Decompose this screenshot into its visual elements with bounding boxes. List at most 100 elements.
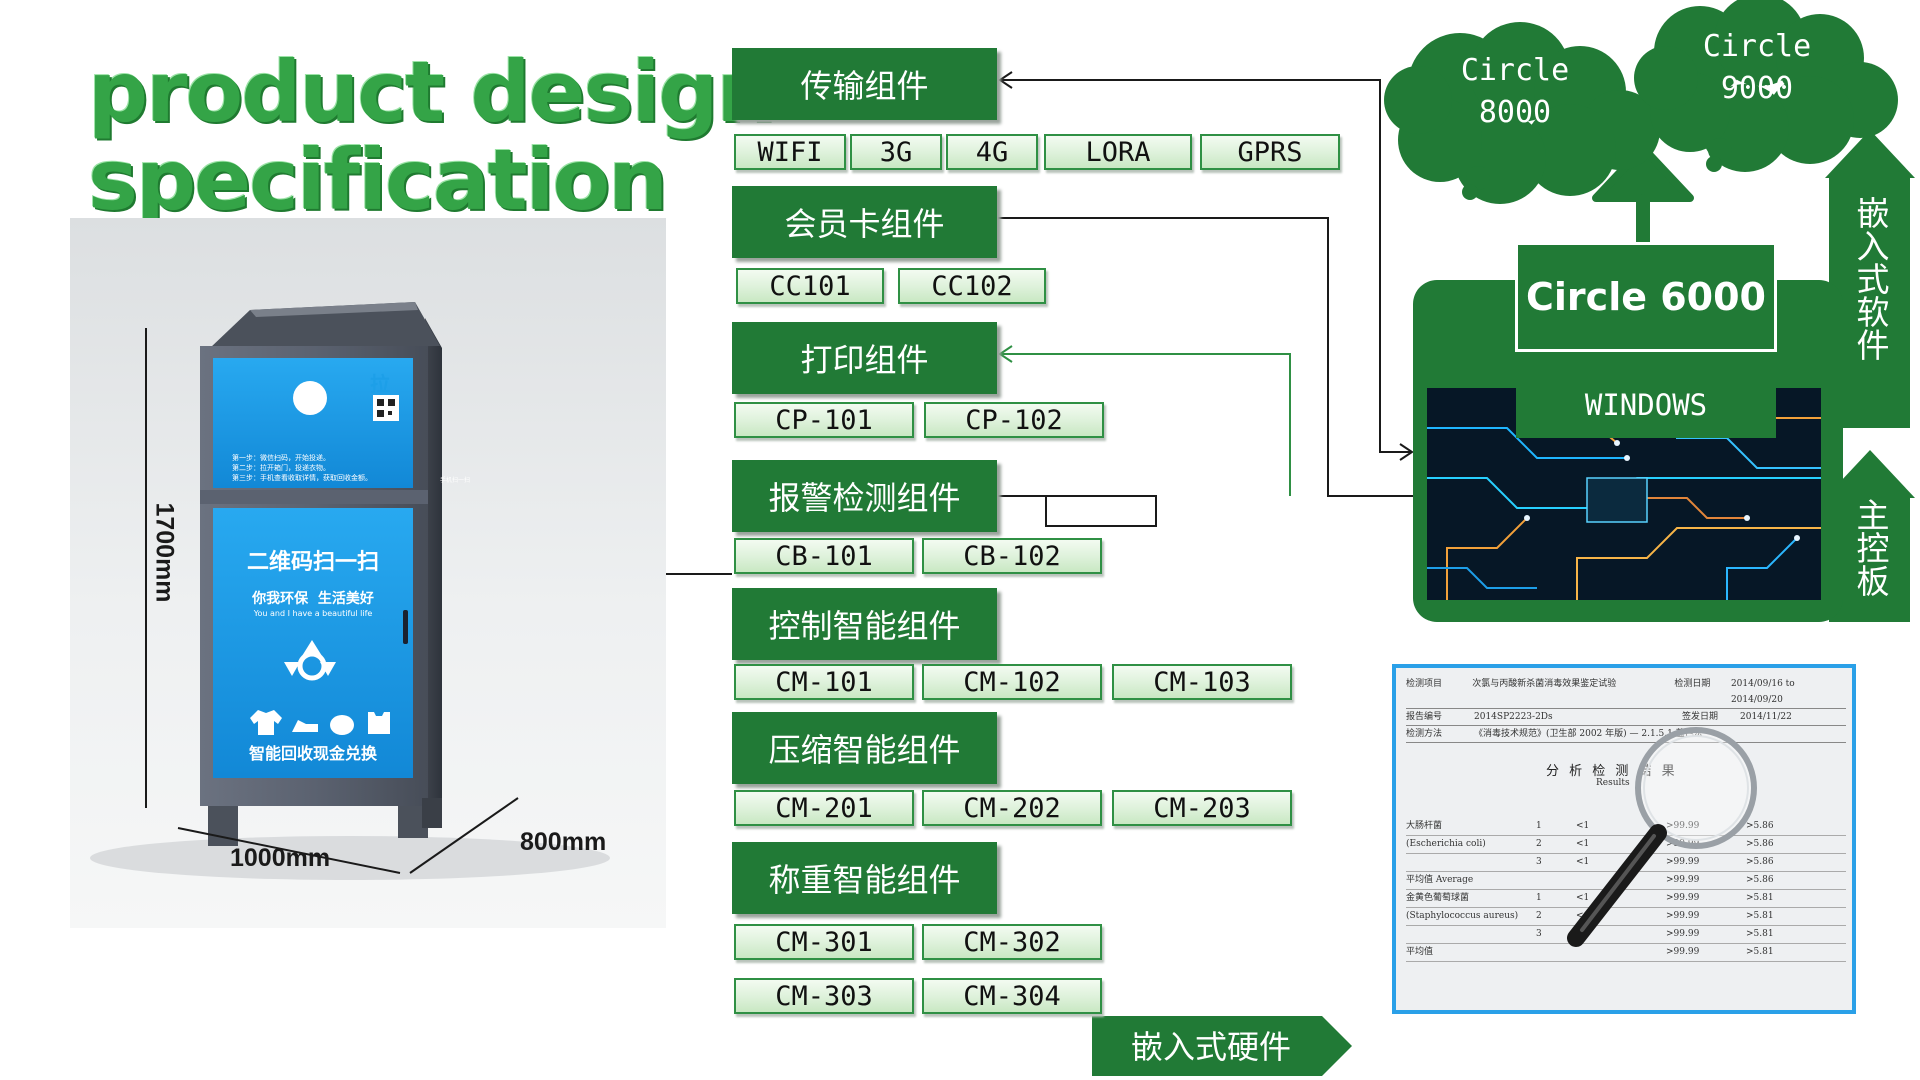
cloud-8000-line2: 8000 [1478,95,1552,130]
report-table-cell: >5.86 [1746,875,1774,885]
circuit-traces [1427,388,1821,600]
report-table-cell: <1 [1576,857,1590,867]
report-header-row: 检测方法 《消毒技术规范》(卫生部 2002 年版) — 2.1.5.1 蓝色法 [1406,726,1846,743]
chip-cb-102[interactable]: CB-102 [922,538,1102,574]
cloud-icon-9000 [1634,0,1898,172]
report-table-cell: >99.99 [1666,929,1700,939]
report-table-cell: >5.81 [1746,893,1774,903]
main-board-text: 主控板 [1851,498,1890,597]
report-header-row: 检测项目 次氯与丙酸新杀菌消毒效果鉴定试验 检测日期 2014/09/16 to… [1406,676,1846,709]
chip-3g[interactable]: 3G [850,134,942,170]
chip-cp-102[interactable]: CP-102 [924,402,1104,438]
report-table-cell: <1 [1576,839,1590,849]
report-table-cell: >99.99 [1666,818,1746,835]
report-table-cell: >5.86 [1746,821,1774,831]
report-table-cell: >5.86 [1746,839,1774,849]
report-table-cell: >99.99 [1666,947,1700,957]
report-table-cell: 3 [1536,929,1542,939]
report-results-en: Results [1596,778,1630,788]
group-header-member-card[interactable]: 会员卡组件 [732,186,997,258]
report-cell: 2014/09/16 to 2014/09/20 [1730,679,1795,705]
bin-top-badge: 拉 [370,372,390,396]
recycle-icon [284,640,336,681]
group-header-weighing[interactable]: 称重智能组件 [732,842,997,914]
report-table-cell: >99.99 [1666,893,1700,903]
group-header-print[interactable]: 打印组件 [732,322,997,394]
product-photo: 拉 第一步：微信扫码，开始投递。 第二步：拉开箱门，投递衣物。 第三步：手机查看… [70,218,666,928]
chip-cm-202[interactable]: CM-202 [922,790,1102,826]
depth-dimension-label: 800mm [520,828,607,856]
report-table-cell: >5.86 [1746,857,1774,867]
width-dimension-label: 1000mm [230,844,331,872]
chip-cc102[interactable]: CC102 [898,268,1046,304]
group-header-transmission[interactable]: 传输组件 [732,48,997,120]
chip-wifi[interactable]: WIFI [734,134,846,170]
report-table-row: 平均值 Average>99.99>5.86 [1406,872,1846,890]
chip-cm-301[interactable]: CM-301 [734,924,914,960]
report-table-cell: 金黄色葡萄球菌 [1406,893,1470,903]
main-board-label: 主控板 [1850,498,1890,597]
cloud-circle-9000: Circle 9000 [1672,26,1842,110]
chip-cm-201[interactable]: CM-201 [734,790,914,826]
title-line-1: product design [88,43,776,141]
embedded-software-text: 嵌入式软件 [1851,196,1890,361]
report-header-row: 报告编号 2014SP2223-2Ds 签发日期 2014/11/22 [1406,709,1846,726]
test-report-image: 检测项目 次氯与丙酸新杀菌消毒效果鉴定试验 检测日期 2014/09/16 to… [1392,664,1856,1014]
report-table-cell: >5.81 [1746,911,1774,921]
report-table-cell: 1 [1536,821,1542,831]
report-cell: 签发日期 [1682,712,1719,722]
report-table-cell: <1 [1576,821,1590,831]
report-table-cell: 1 [1536,893,1542,903]
chip-cc101[interactable]: CC101 [736,268,884,304]
bin-bottom-text: 智能回收现金兑换 [248,744,377,763]
report-cell: 2014SP2223-2Ds [1474,712,1553,722]
embedded-software-label: 嵌入式软件 [1850,196,1890,361]
report-cell: 《消毒技术规范》(卫生部 2002 年版) — 2.1.5.1 蓝色法 [1474,729,1703,739]
chip-cb-101[interactable]: CB-101 [734,538,914,574]
bin-instructions: 第一步：微信扫码，开始投递。 第二步：拉开箱门，投递衣物。 第三步：手机查看收取… [232,453,412,483]
chip-cm-203[interactable]: CM-203 [1112,790,1292,826]
chip-cm-304[interactable]: CM-304 [922,978,1102,1014]
chip-cm-102[interactable]: CM-102 [922,664,1102,700]
cloud-icon-8000 [1384,22,1660,204]
chip-cm-302[interactable]: CM-302 [922,924,1102,960]
chip-4g[interactable]: 4G [946,134,1038,170]
chip-cp-101[interactable]: CP-101 [734,402,914,438]
report-table-cell: >5.81 [1746,929,1774,939]
chip-lora[interactable]: LORA [1044,134,1192,170]
chip-cm-103[interactable]: CM-103 [1112,664,1292,700]
group-header-control[interactable]: 控制智能组件 [732,588,997,660]
report-cell: 2014/11/22 [1740,712,1792,722]
report-cell: 检测日期 [1674,679,1711,689]
group-header-compression[interactable]: 压缩智能组件 [732,712,997,784]
recycling-bin-illustration [90,302,610,880]
report-header: 检测项目 次氯与丙酸新杀菌消毒效果鉴定试验 检测日期 2014/09/16 to… [1406,676,1846,743]
bin-instruction: 第二步：拉开箱门，投递衣物。 [232,464,330,472]
report-table-cell: (Escherichia coli) [1406,839,1486,849]
platform-circle-6000: Circle 6000 [1515,242,1777,352]
cloud-circle-8000: Circle 8000 [1430,50,1600,134]
group-header-alarm-detection[interactable]: 报警检测组件 [732,460,997,532]
report-table-row: 平均值>99.99>5.81 [1406,944,1846,962]
title-line-2: specification [88,131,668,229]
bin-instruction: 第一步：微信扫码，开始投递。 [232,454,330,462]
bin-scan-text: 二维码扫一扫 [246,550,379,575]
report-table-cell: 大肠杆菌 [1406,821,1443,831]
report-cell: 次氯与丙酸新杀菌消毒效果鉴定试验 [1472,679,1617,689]
report-table-cell: 平均值 Average [1406,875,1474,885]
bin-instruction: 第三步：手机查看收取详情，获取回收金额。 [232,474,372,482]
chip-cm-101[interactable]: CM-101 [734,664,914,700]
chip-cm-303[interactable]: CM-303 [734,978,914,1014]
magnifier-icon [1567,727,1757,947]
report-table-row: 大肠杆菌 1 <1 >99.99>5.86 [1406,818,1846,836]
cloud-8000-line1: Circle [1460,53,1570,88]
chip-gprs[interactable]: GPRS [1200,134,1340,170]
report-table-cell: 平均值 [1406,947,1434,957]
report-table-cell: (Staphylococcus aureus) [1406,911,1519,921]
bin-slogan-en: You and I have a beautiful life [253,609,373,618]
report-cell: 检测项目 [1406,679,1443,689]
report-cell: 报告编号 [1406,712,1443,722]
